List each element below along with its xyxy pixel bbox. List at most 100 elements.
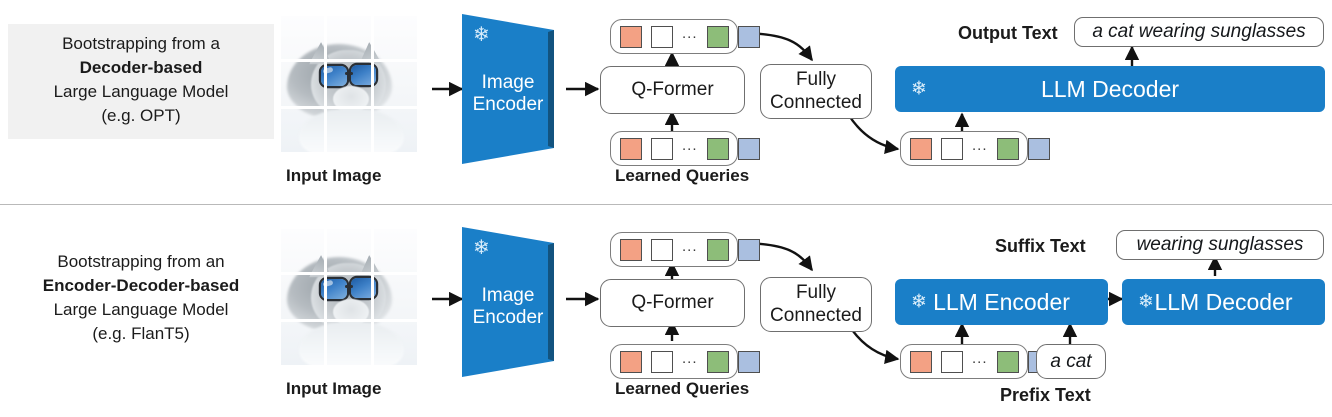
token-chip-white xyxy=(651,25,673,48)
section-divider xyxy=(0,204,1332,205)
image-patch xyxy=(281,229,325,273)
token-chip-white xyxy=(651,350,673,373)
token-chip-blue xyxy=(737,25,760,48)
image-encoder-line2: Encoder xyxy=(472,94,544,116)
image-patch xyxy=(327,321,371,365)
image-encoder-line1: Image xyxy=(481,285,535,306)
token-chip-white xyxy=(941,350,963,373)
suffix-text-box[interactable]: wearing sunglasses xyxy=(1116,230,1324,260)
caption-line2: Decoder-based xyxy=(79,58,203,78)
projected-query-tokens[interactable]: ... xyxy=(900,131,1050,166)
image-encoder-line2: Encoder xyxy=(472,307,544,329)
q-former-label: Q-Former xyxy=(631,78,714,100)
token-chip-blue xyxy=(1027,137,1050,160)
snowflake-icon: ❄ xyxy=(473,237,490,259)
token-chip-blue xyxy=(737,238,760,261)
output-text-value: a cat wearing sunglasses xyxy=(1092,21,1306,42)
image-patch-grid xyxy=(281,16,417,152)
image-encoder[interactable]: ❄ Image Encoder xyxy=(462,227,554,377)
image-patch xyxy=(327,62,371,106)
output-text-box[interactable]: a cat wearing sunglasses xyxy=(1074,17,1324,47)
image-patch xyxy=(373,321,417,365)
image-patch xyxy=(373,62,417,106)
token-chip-green xyxy=(706,25,729,48)
input-image-label: Input Image xyxy=(286,379,382,398)
llm-decoder[interactable]: ❄ LLM Decoder xyxy=(1122,279,1325,325)
token-ellipsis: ... xyxy=(682,237,698,255)
fully-connected-line1: Fully xyxy=(795,282,837,304)
fully-connected-line1: Fully xyxy=(795,69,837,91)
fully-connected-line2: Connected xyxy=(770,91,862,113)
row-encoder-decoder-based: Bootstrapping from an Encoder-Decoder-ba… xyxy=(0,213,1332,417)
learned-query-tokens[interactable]: ... xyxy=(610,344,760,379)
learned-queries-label: Learned Queries xyxy=(615,166,750,185)
suffix-text-value: wearing sunglasses xyxy=(1136,234,1304,255)
image-patch xyxy=(327,275,371,319)
snowflake-icon: ❄ xyxy=(473,24,490,46)
query-output-tokens[interactable]: ... xyxy=(610,232,760,267)
input-image xyxy=(281,229,417,365)
llm-encoder[interactable]: ❄ LLM Encoder xyxy=(895,279,1108,325)
fully-connected[interactable]: Fully Connected xyxy=(760,277,872,332)
image-patch xyxy=(281,108,325,152)
token-chip-salmon xyxy=(620,25,642,48)
projected-query-tokens[interactable]: ... xyxy=(900,344,1050,379)
input-image xyxy=(281,16,417,152)
image-encoder-label: Image Encoder xyxy=(462,72,554,117)
image-patch xyxy=(373,108,417,152)
caption-line3: Large Language Model xyxy=(53,300,229,320)
token-ellipsis: ... xyxy=(972,136,988,154)
image-patch-grid xyxy=(281,229,417,365)
caption-line4: (e.g. OPT) xyxy=(101,106,181,126)
token-chip-salmon xyxy=(620,350,642,373)
fully-connected-line2: Connected xyxy=(770,304,862,326)
caption-line1: Bootstrapping from an xyxy=(57,252,225,271)
prefix-text-value: a cat xyxy=(1050,350,1092,372)
token-chip-white xyxy=(941,137,963,160)
query-output-tokens[interactable]: ... xyxy=(610,19,760,54)
snowflake-icon: ❄ xyxy=(911,291,927,313)
prefix-text-box[interactable]: a cat xyxy=(1036,344,1106,379)
row-decoder-based: Bootstrapping from a Decoder-based Large… xyxy=(0,0,1332,204)
learned-query-tokens[interactable]: ... xyxy=(610,131,760,166)
caption-line4: (e.g. FlanT5) xyxy=(92,324,190,344)
prefix-text-label: Prefix Text xyxy=(1000,385,1091,405)
caption-encoder-decoder-based: Bootstrapping from an Encoder-Decoder-ba… xyxy=(8,242,274,357)
image-patch xyxy=(373,229,417,273)
image-encoder-shape xyxy=(462,14,554,164)
token-ellipsis: ... xyxy=(682,136,698,154)
token-chip-salmon xyxy=(910,350,932,373)
token-chip-green xyxy=(996,137,1019,160)
image-patch xyxy=(281,16,325,60)
caption-decoder-based: Bootstrapping from a Decoder-based Large… xyxy=(8,24,274,139)
token-chip-salmon xyxy=(620,137,642,160)
output-text-label: Output Text xyxy=(958,23,1058,43)
caption-line3: Large Language Model xyxy=(53,82,229,102)
token-chip-white xyxy=(651,238,673,261)
q-former-label: Q-Former xyxy=(631,291,714,313)
fully-connected[interactable]: Fully Connected xyxy=(760,64,872,119)
q-former[interactable]: Q-Former xyxy=(600,279,745,327)
llm-decoder[interactable]: ❄ LLM Decoder xyxy=(895,66,1325,112)
image-patch xyxy=(281,275,325,319)
image-encoder-shape xyxy=(462,227,554,377)
llm-encoder-label: LLM Encoder xyxy=(933,288,1070,315)
caption-line2: Encoder-Decoder-based xyxy=(42,276,240,296)
image-patch xyxy=(281,321,325,365)
token-ellipsis: ... xyxy=(682,24,698,42)
image-patch xyxy=(373,275,417,319)
token-chip-blue xyxy=(737,350,760,373)
llm-decoder-label: LLM Decoder xyxy=(1040,75,1180,102)
token-ellipsis: ... xyxy=(682,349,698,367)
image-patch xyxy=(281,62,325,106)
token-chip-green xyxy=(706,238,729,261)
q-former[interactable]: Q-Former xyxy=(600,66,745,114)
image-encoder[interactable]: ❄ Image Encoder xyxy=(462,14,554,164)
image-encoder-line1: Image xyxy=(481,72,535,93)
token-chip-green xyxy=(996,350,1019,373)
token-chip-white xyxy=(651,137,673,160)
token-chip-salmon xyxy=(620,238,642,261)
token-chip-green xyxy=(706,350,729,373)
image-patch xyxy=(327,108,371,152)
image-patch xyxy=(373,16,417,60)
